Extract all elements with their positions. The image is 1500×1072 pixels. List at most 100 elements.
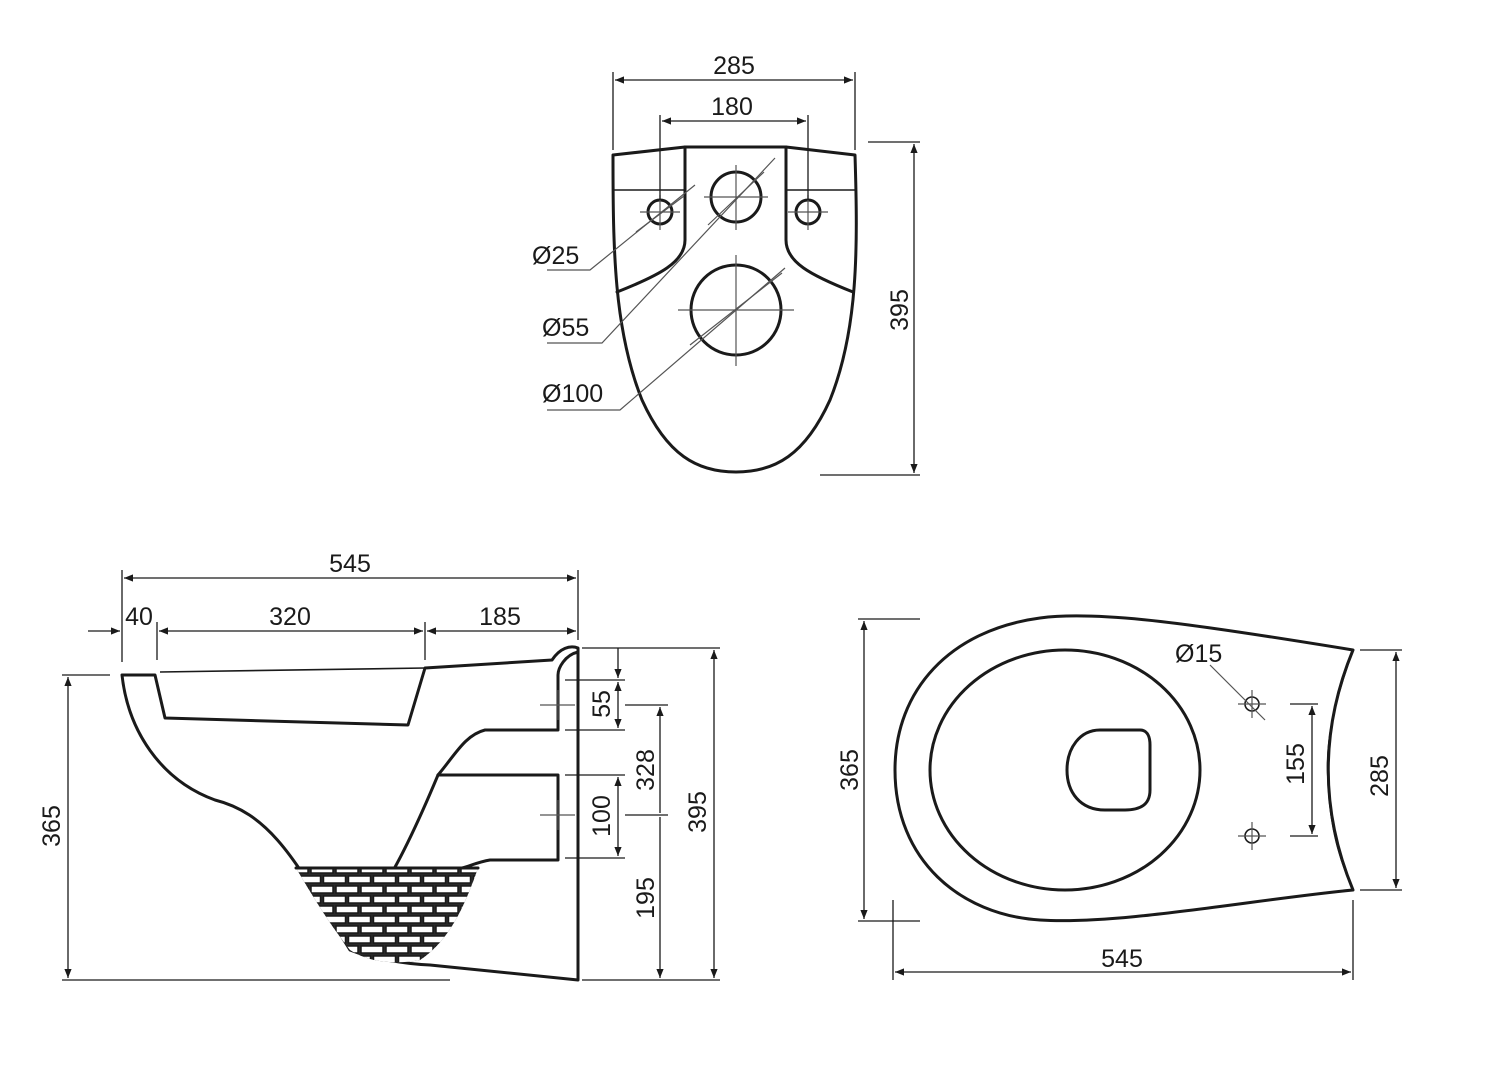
trap-brick — [297, 935, 322, 944]
trap-brick — [286, 966, 308, 973]
trap-brick — [335, 885, 359, 894]
dim-side-height-right: 395 — [684, 791, 712, 833]
trap-brick — [460, 885, 478, 894]
dim-top-rear-width: 285 — [1366, 755, 1394, 797]
trap-brick — [322, 875, 347, 884]
trap-brick — [310, 885, 334, 894]
trap-brick — [296, 935, 297, 944]
trap-brick — [347, 915, 372, 924]
trap-brick — [397, 875, 422, 884]
trap-brick — [385, 905, 409, 914]
dim-inlet-height: 55 — [588, 690, 616, 718]
trap-brick — [460, 945, 478, 954]
trap-hatch — [286, 866, 508, 973]
trap-brick — [296, 905, 309, 914]
trap-brick — [322, 915, 347, 924]
trap-brick — [385, 925, 409, 934]
trap-brick — [360, 945, 384, 954]
trap-brick — [397, 935, 422, 944]
trap-brick — [310, 905, 334, 914]
dim-outlet-height: 100 — [588, 795, 616, 837]
trap-brick — [447, 935, 472, 944]
trap-brick — [472, 875, 478, 884]
trap-brick — [347, 875, 372, 884]
dim-floor-to-outlet: 195 — [632, 877, 660, 919]
dim-seg-mid: 320 — [269, 603, 311, 631]
label-inlet-dia: Ø55 — [542, 314, 589, 342]
label-outlet-dia: Ø100 — [542, 380, 603, 408]
trap-brick — [486, 946, 508, 953]
top-view: Ø15 545 365 285 155 — [836, 614, 1402, 980]
label-fixing-hole-dia: Ø25 — [532, 242, 579, 270]
dim-seg-left: 40 — [125, 603, 153, 631]
trap-brick — [411, 966, 433, 973]
front-outline — [611, 145, 858, 474]
trap-brick — [486, 906, 508, 913]
trap-brick — [385, 885, 409, 894]
dim-seg-right: 185 — [479, 603, 521, 631]
trap-brick — [296, 885, 309, 894]
top-bowl-rim — [928, 648, 1202, 892]
trap-brick — [335, 925, 359, 934]
trap-brick — [422, 955, 447, 963]
trap-brick — [386, 966, 408, 973]
trap-brick — [296, 945, 309, 954]
trap-brick — [422, 895, 447, 904]
trap-brick — [322, 935, 347, 944]
dim-top-hole-spacing: 155 — [1282, 743, 1310, 785]
trap-brick — [486, 886, 508, 893]
trap-brick — [486, 926, 508, 933]
trap-brick — [486, 866, 508, 873]
side-outlet — [436, 773, 560, 870]
dim-side-length: 545 — [329, 550, 371, 578]
trap-brick — [422, 915, 447, 924]
trap-brick — [335, 905, 359, 914]
trap-brick — [422, 935, 447, 944]
trap-brick — [410, 885, 434, 894]
dim-fixing-spacing: 180 — [711, 93, 753, 121]
side-inlet — [436, 650, 580, 777]
label-top-hole-dia: Ø15 — [1175, 640, 1222, 668]
trap-brick — [372, 875, 397, 884]
trap-brick — [297, 895, 322, 904]
trap-brick — [297, 875, 322, 884]
trap-brick — [410, 905, 434, 914]
trap-brick — [460, 905, 478, 914]
trap-brick — [435, 945, 459, 954]
front-recess — [615, 145, 855, 294]
trap-brick — [472, 955, 478, 963]
dim-top-width: 365 — [836, 749, 864, 791]
trap-brick — [336, 966, 358, 973]
dim-front-width: 285 — [713, 52, 755, 80]
trap-brick — [460, 925, 478, 934]
trap-brick — [447, 875, 472, 884]
dim-side-height-left: 365 — [38, 805, 66, 847]
trap-brick — [410, 945, 434, 954]
side-view: 545 40 320 185 365 395 55 100 328 195 — [38, 550, 720, 982]
trap-brick — [447, 915, 472, 924]
dim-front-height: 395 — [886, 289, 914, 331]
trap-brick — [397, 895, 422, 904]
trap-brick — [447, 955, 472, 963]
trap-brick — [435, 885, 459, 894]
trap-brick — [410, 925, 434, 934]
trap-brick — [372, 915, 397, 924]
trap-brick — [447, 895, 472, 904]
trap-brick — [435, 925, 459, 934]
trap-brick — [310, 945, 334, 954]
trap-brick — [422, 875, 447, 884]
trap-brick — [360, 925, 384, 934]
trap-brick — [322, 955, 347, 963]
trap-brick — [296, 925, 309, 934]
trap-brick — [360, 905, 384, 914]
trap-brick — [472, 935, 478, 944]
dim-top-length: 545 — [1101, 945, 1143, 973]
trap-brick — [385, 945, 409, 954]
trap-brick — [296, 875, 297, 884]
trap-brick — [397, 915, 422, 924]
trap-brick — [472, 895, 478, 904]
trap-brick — [297, 915, 322, 924]
trap-brick — [347, 895, 372, 904]
trap-brick — [347, 935, 372, 944]
